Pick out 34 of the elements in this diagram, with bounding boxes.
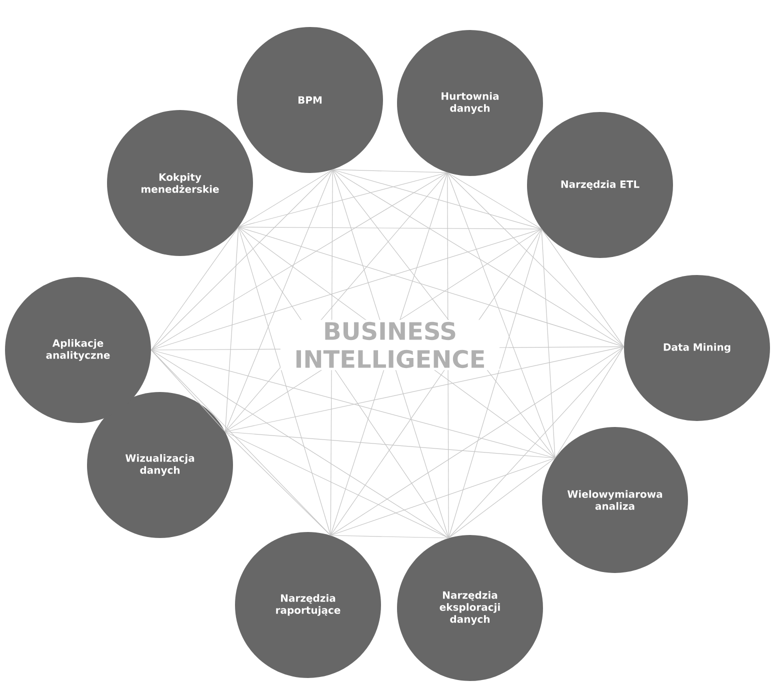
connector-line xyxy=(447,172,624,348)
connector-line xyxy=(224,346,624,432)
connector-line xyxy=(448,228,542,538)
connector-line xyxy=(330,346,624,536)
connector-line xyxy=(150,350,449,538)
connector-line xyxy=(332,169,542,230)
connector-line xyxy=(330,458,556,536)
connector-line xyxy=(224,169,333,432)
connector-line xyxy=(238,169,333,228)
connector-line xyxy=(150,226,239,350)
connector-line xyxy=(448,346,624,538)
connector-line xyxy=(150,169,333,350)
connector-line xyxy=(150,350,556,458)
connector-line xyxy=(150,350,331,536)
connector-line xyxy=(224,226,239,432)
connector-line xyxy=(541,228,624,348)
connector-line xyxy=(224,431,449,538)
center-title: BUSINESS INTELLIGENCE xyxy=(280,320,500,370)
connector-line xyxy=(330,535,449,538)
connector-line xyxy=(150,350,226,432)
connector-line xyxy=(448,458,556,538)
connector-line xyxy=(150,172,448,350)
connector-line xyxy=(238,226,542,230)
connector-line xyxy=(238,226,331,536)
connector-line xyxy=(332,169,448,173)
connector-line xyxy=(447,172,542,230)
connector-line xyxy=(332,169,624,348)
connector-line xyxy=(224,431,556,458)
connector-line xyxy=(238,172,448,228)
connector-line xyxy=(554,346,624,458)
connector-line xyxy=(150,228,542,350)
connector-line xyxy=(541,228,556,458)
connector-line xyxy=(447,172,556,458)
connector-line xyxy=(238,226,624,348)
